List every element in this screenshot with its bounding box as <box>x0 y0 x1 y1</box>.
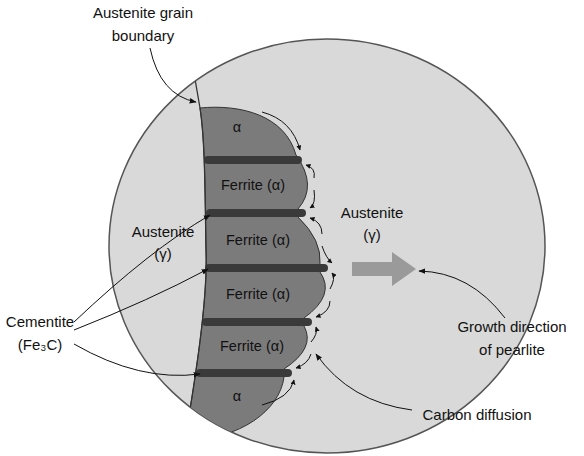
growth-arrow <box>352 252 416 286</box>
cementite-plate <box>205 264 328 272</box>
node-text: α <box>233 117 241 138</box>
cementite-plate <box>204 156 302 164</box>
leader-line <box>74 269 208 330</box>
diffusion-arrow <box>262 112 300 150</box>
cementite-plate <box>206 209 306 217</box>
diffusion-arrow <box>311 327 316 342</box>
diffusion-arrow <box>330 273 334 289</box>
callout-label: Carbon diffusion <box>423 404 532 427</box>
austenite-region: Austenite (γ) <box>335 202 410 246</box>
node-text: Austenite (γ) <box>126 221 201 265</box>
ferrite-lamella: α <box>233 117 241 138</box>
callout-label: Austenite grain boundary <box>83 2 203 47</box>
grain-boundary-line <box>185 79 206 440</box>
diffusion-arrow <box>310 218 322 234</box>
diffusion-arrow <box>296 354 311 368</box>
cementite-plate <box>196 369 292 377</box>
cementite-plate <box>202 318 312 326</box>
node-text: α <box>233 386 241 407</box>
ferrite-lamella: Ferrite (α) <box>220 336 284 357</box>
node-text: Ferrite (α) <box>220 336 284 357</box>
carbon-diffusion-arrows <box>262 112 334 405</box>
leader-line <box>419 271 505 318</box>
diffusion-arrow <box>322 246 332 263</box>
callout-label: Growth direction of pearlite <box>451 316 573 361</box>
ferrite-lamella: Ferrite (α) <box>226 230 290 251</box>
node-text: Ferrite (α) <box>221 175 285 196</box>
diffusion-arrow <box>310 190 315 208</box>
austenite-region: Austenite (γ) <box>126 221 201 265</box>
leader-line <box>74 215 210 322</box>
leader-line <box>74 344 200 375</box>
austenite-grain <box>109 39 545 453</box>
ferrite-lamella: Ferrite (α) <box>226 284 290 305</box>
leader-line <box>150 48 196 102</box>
node-text: Ferrite (α) <box>226 284 290 305</box>
diffusion-arrow <box>262 380 294 405</box>
leader-lines <box>74 48 505 410</box>
node-text: Ferrite (α) <box>226 230 290 251</box>
pearlite-colony <box>185 79 328 440</box>
diffusion-arrow <box>306 165 314 178</box>
node-text: Austenite (γ) <box>335 202 410 246</box>
diffusion-arrow <box>316 301 330 317</box>
ferrite-lamella: α <box>233 386 241 407</box>
leader-line <box>316 354 412 410</box>
callout-label: Cementite (Fe₃C) <box>0 311 80 356</box>
ferrite-lamella: Ferrite (α) <box>221 175 285 196</box>
